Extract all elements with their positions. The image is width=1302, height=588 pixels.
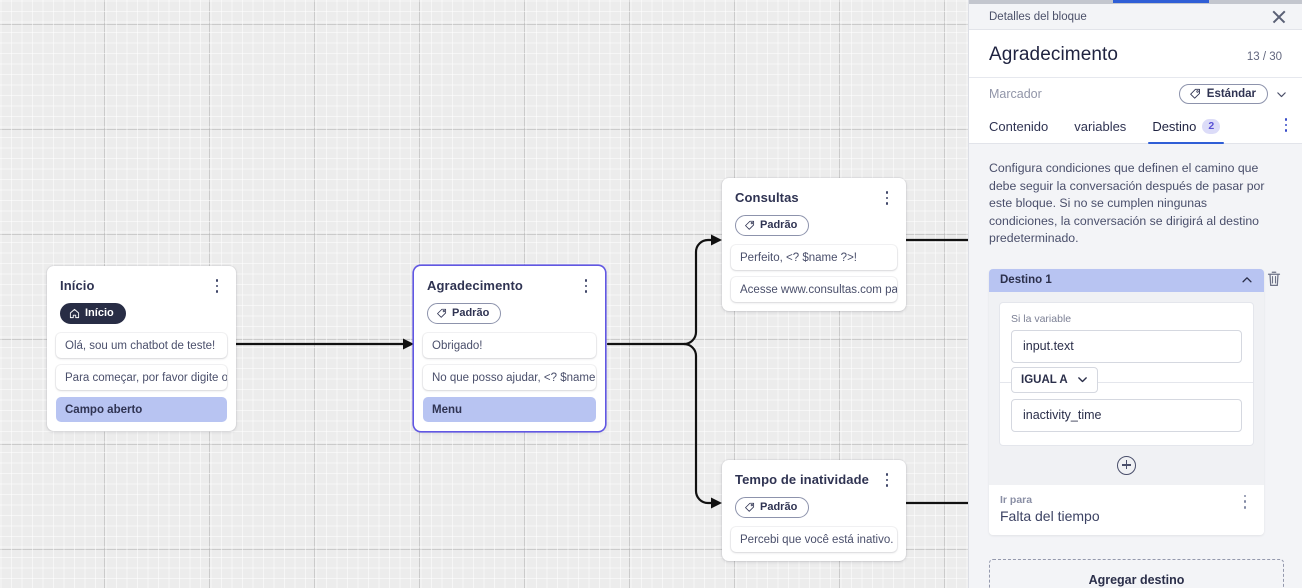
marcador-controls: Estándar [1178, 84, 1288, 104]
tab-variables[interactable]: variables [1074, 119, 1126, 143]
list-item[interactable]: Perfeito, <? $name ?>! [731, 245, 897, 270]
tag-icon [745, 220, 755, 230]
kebab-menu-icon[interactable] [209, 277, 225, 295]
chevron-up-icon[interactable] [1240, 273, 1254, 287]
flow-node-inatividade[interactable]: Tempo de inatividade Padrão Percebi que … [722, 460, 906, 561]
goto-card[interactable]: Ir para Falta del tiempo [989, 484, 1264, 535]
kebab-menu-icon[interactable] [879, 471, 895, 489]
node-items: Perfeito, <? $name ?>! Acesse www.consul… [722, 245, 906, 302]
condition-label: Si la variable [1011, 312, 1072, 325]
chevron-down-icon[interactable] [1275, 88, 1288, 101]
marcador-pill[interactable]: Estándar [1178, 84, 1268, 104]
node-title: Agradecimento [427, 278, 523, 293]
block-title-row: Agradecimento 13 / 30 [969, 30, 1302, 78]
list-item[interactable]: Campo aberto [56, 397, 227, 422]
node-title: Consultas [735, 190, 799, 205]
flow-node-consultas[interactable]: Consultas Padrão Perfeito, <? $name ?>! … [722, 178, 906, 311]
destino-card-title: Destino 1 [1000, 274, 1052, 286]
panel-header: Detalles del bloque [969, 4, 1302, 30]
compare-value-field[interactable]: inactivity_time [1011, 398, 1242, 432]
tab-label: variables [1074, 119, 1127, 134]
panel-tabs: Contenido variables Destino 2 [969, 110, 1302, 144]
node-title: Tempo de inatividade [735, 472, 869, 487]
node-items: Percebi que você está inativo. C... [722, 527, 906, 552]
tabs-overflow-kebab-menu-icon[interactable] [1278, 116, 1294, 134]
panel-body: Agradecimento 13 / 30 Marcador Estándar [969, 30, 1302, 144]
flow-node-agradecimento[interactable]: Agradecimento Padrão Obrigado! No que po… [414, 266, 605, 431]
node-tag-badge[interactable]: Início [60, 303, 126, 324]
node-tag-badge[interactable]: Padrão [427, 303, 502, 324]
operator-select[interactable]: IGUAL A [1011, 366, 1098, 393]
node-header: Início [47, 266, 236, 295]
destino-1-block: Destino 1 Si la variable input.text IGUA… [989, 268, 1284, 588]
tag-icon [745, 502, 755, 512]
condition-group: Si la variable input.text IGUAL A inacti… [999, 301, 1254, 446]
list-item[interactable]: Percebi que você está inativo. C... [731, 527, 897, 552]
goto-value: Falta del tiempo [1000, 507, 1100, 524]
node-tag-badge[interactable]: Padrão [735, 497, 810, 518]
flow-canvas[interactable]: Início Início Olá, sou um chatbot de tes… [0, 0, 968, 588]
node-header: Tempo de inatividade [722, 460, 906, 489]
flow-node-inicio[interactable]: Início Início Olá, sou um chatbot de tes… [47, 266, 236, 431]
destino-description: Configura condiciones que definen el cam… [989, 161, 1265, 245]
node-tag-label: Padrão [452, 307, 490, 319]
home-icon [69, 308, 80, 319]
kebab-menu-icon[interactable] [879, 189, 895, 207]
panel-header-title: Detalles del bloque [989, 10, 1087, 23]
list-item[interactable]: Acesse www.consultas.com par... [731, 277, 897, 302]
block-details-panel: Detalles del bloque Agradecimento 13 / 3… [968, 0, 1302, 588]
tag-icon [437, 308, 447, 318]
marcador-value: Estándar [1206, 88, 1256, 100]
goto-text-group: Ir para Falta del tiempo [1000, 494, 1100, 524]
goto-kebab-menu-icon[interactable] [1237, 493, 1253, 511]
node-tag-label: Início [85, 307, 114, 319]
page-title: Agradecimento [989, 44, 1119, 65]
list-item[interactable]: Para começar, por favor digite o ... [56, 365, 227, 390]
operator-row: IGUAL A [1000, 366, 1253, 397]
loading-progress-bar [969, 0, 1302, 4]
list-item[interactable]: Menu [423, 397, 596, 422]
tab-destino[interactable]: Destino 2 [1148, 119, 1225, 144]
destino-tab-content: Configura condiciones que definen el cam… [969, 144, 1302, 588]
node-items: Obrigado! No que posso ajudar, <? $name … [414, 333, 605, 422]
kebab-menu-icon[interactable] [578, 277, 594, 295]
operator-value: IGUAL A [1021, 373, 1068, 386]
plus-circle-icon[interactable] [1117, 455, 1136, 475]
tag-icon [1189, 88, 1200, 99]
add-destination-button[interactable]: Agregar destino [989, 558, 1284, 588]
trash-icon[interactable] [1266, 270, 1282, 288]
node-title: Início [60, 278, 95, 293]
node-tag-label: Padrão [760, 501, 798, 513]
list-item[interactable]: Olá, sou um chatbot de teste! [56, 333, 227, 358]
destino-card: Destino 1 Si la variable input.text IGUA… [989, 268, 1264, 535]
list-item[interactable]: Obrigado! [423, 333, 596, 358]
node-tag-label: Padrão [760, 219, 798, 231]
tab-contenido[interactable]: Contenido [989, 119, 1048, 143]
tab-label: Contenido [989, 119, 1049, 134]
variable-field[interactable]: input.text [1011, 329, 1242, 363]
tab-label: Destino [1152, 119, 1197, 134]
char-counter: 13 / 30 [1246, 51, 1282, 63]
chevron-down-icon [1077, 377, 1087, 383]
marcador-label: Marcador [989, 87, 1042, 101]
node-header: Agradecimento [414, 266, 605, 295]
flow-edges [236, 234, 968, 509]
marcador-row: Marcador Estándar [969, 78, 1302, 110]
list-item[interactable]: No que posso ajudar, <? $name ... [423, 365, 596, 390]
goto-label: Ir para [1000, 493, 1033, 506]
close-icon[interactable] [1270, 8, 1288, 26]
tab-badge-count: 2 [1202, 119, 1221, 134]
node-items: Olá, sou um chatbot de teste! Para começ… [47, 333, 236, 422]
progress-fill [1113, 0, 1209, 3]
destino-card-header[interactable]: Destino 1 [989, 268, 1264, 292]
node-header: Consultas [722, 178, 906, 207]
add-condition-row [989, 455, 1264, 485]
node-tag-badge[interactable]: Padrão [735, 215, 810, 236]
